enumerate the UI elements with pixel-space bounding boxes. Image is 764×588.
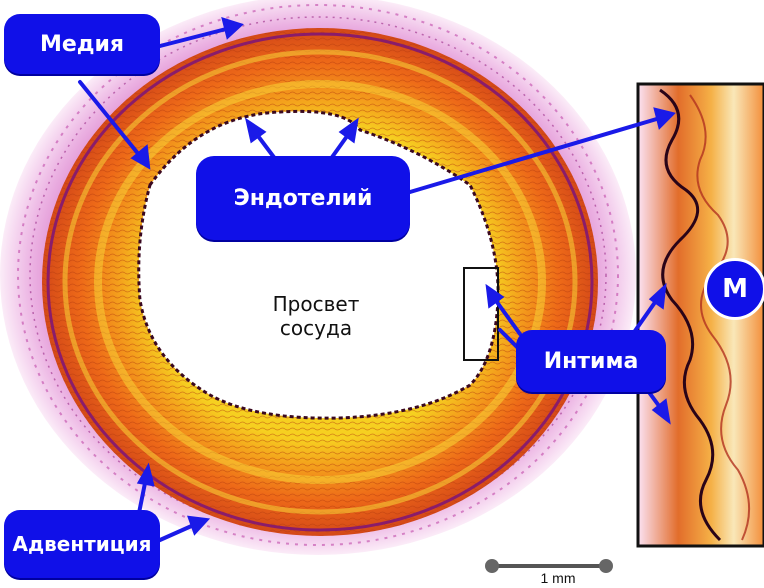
endothelium-label: Эндотелий — [196, 156, 410, 240]
inset-source-box — [463, 267, 499, 361]
adventitia-label-text: Адвентиция — [12, 532, 152, 556]
scale-label-text: 1 mm — [540, 570, 576, 586]
lumen-label-line1: Просвет — [272, 292, 360, 316]
media-marker-badge: M — [704, 258, 764, 320]
intima-detail-inset — [636, 82, 764, 548]
endothelium-label-text: Эндотелий — [233, 185, 373, 211]
media-label: Медия — [4, 14, 160, 74]
lumen-label: Просвет сосуда — [236, 292, 396, 340]
scale-bar — [485, 559, 613, 573]
lumen-label-line2: сосуда — [279, 316, 353, 340]
scale-label: 1 mm — [528, 570, 588, 586]
intima-label-text: Интима — [543, 348, 639, 374]
media-marker-text: M — [722, 274, 748, 304]
intima-label: Интима — [516, 330, 666, 392]
media-label-text: Медия — [39, 31, 125, 57]
adventitia-label: Адвентиция — [4, 510, 160, 578]
